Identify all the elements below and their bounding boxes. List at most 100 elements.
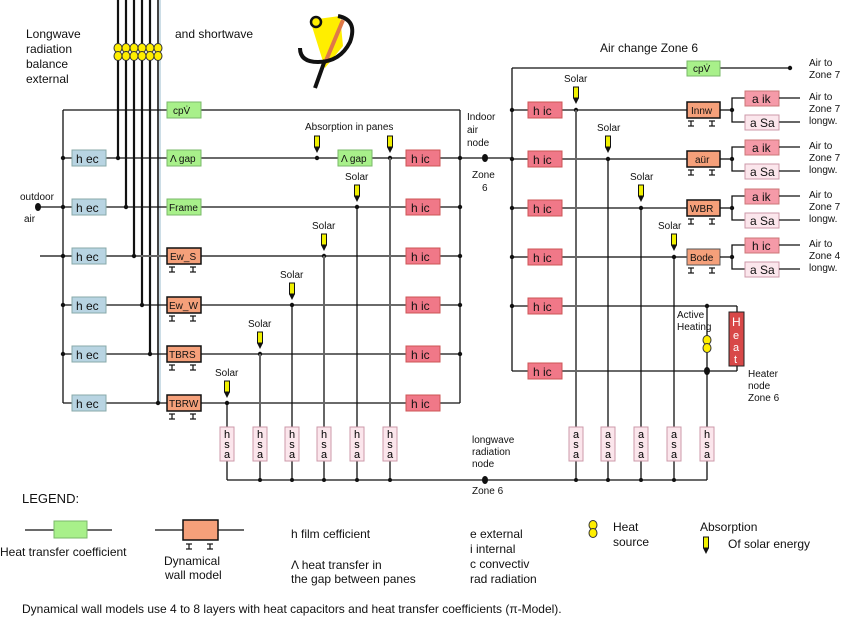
sa-letter: a [573, 449, 580, 461]
sa-box: hsa [349, 426, 365, 462]
svg-text:Zone 6: Zone 6 [472, 486, 504, 497]
svg-text:Innw: Innw [691, 106, 713, 117]
sa-letter: a [704, 449, 711, 461]
svg-text:Heat: Heat [613, 520, 639, 534]
svg-text:h ic: h ic [411, 201, 430, 215]
sa-letter: s [605, 439, 611, 451]
sa-letter: a [224, 449, 231, 461]
svg-text:node: node [472, 459, 495, 470]
logo-icon [298, 14, 355, 89]
sa-letter: s [224, 439, 230, 451]
sa-letter: a [257, 449, 264, 461]
svg-text:Absorption: Absorption [700, 520, 757, 534]
svg-text:h ic: h ic [533, 251, 552, 265]
sa-letter: s [573, 439, 579, 451]
svg-text:Solar: Solar [280, 270, 304, 281]
solar-arrow-icon [702, 536, 710, 555]
sa-letter: a [387, 449, 394, 461]
sa-box: asa [633, 426, 649, 462]
svg-text:Solar: Solar [248, 319, 272, 330]
svg-text:Zone 7: Zone 7 [809, 104, 841, 115]
hec-box: h ec [71, 296, 107, 314]
sa-letter: a [354, 449, 361, 461]
heat-transfer-boxes: cpV̇ Λ gap Frame [166, 101, 202, 216]
hec-boxes: h ec h ec h ec h ec h ec h ec [71, 149, 107, 412]
svg-text:Dynamical: Dynamical [164, 554, 220, 568]
svg-text:longwave: longwave [472, 435, 515, 446]
svg-text:a Sa: a Sa [750, 214, 775, 228]
svg-text:h ic: h ic [533, 202, 552, 216]
svg-text:Heater: Heater [748, 369, 779, 380]
svg-text:Solar: Solar [630, 172, 654, 183]
sa-letter: a [321, 449, 328, 461]
sa-letter: s [638, 439, 644, 451]
branches-right: a ik a Sa Air to Zone 7 longw. a ik a Sa… [720, 90, 841, 278]
svg-text:Longwave: Longwave [26, 27, 81, 41]
hec-box: h ec [71, 345, 107, 363]
solar-arrow-icon [386, 135, 394, 154]
svg-text:Frame: Frame [169, 203, 198, 214]
cpv-right-box: cpV̇ [686, 60, 721, 77]
sa-letter: s [671, 439, 677, 451]
svg-text:h ec: h ec [76, 250, 99, 264]
radiation-node: longwave radiation node Zone 6 [472, 435, 515, 497]
svg-text:cpV̇: cpV̇ [173, 104, 191, 117]
svg-text:rad radiation: rad radiation [470, 572, 537, 586]
svg-text:a ik: a ik [752, 190, 772, 204]
absorption-label: Absorption in panes [305, 122, 393, 133]
sa-letter: h [257, 429, 263, 441]
sa-letter: s [704, 439, 710, 451]
svg-text:Air to: Air to [809, 239, 833, 250]
svg-text:cpV̇: cpV̇ [693, 62, 711, 75]
sa-letter: s [387, 439, 393, 451]
wall-model-ew-s: Ew_S [166, 247, 202, 273]
wall-models-right: Innw aür WBR Bode [686, 101, 721, 274]
legend-absorption: Absorption Of solar energy [700, 520, 810, 555]
svg-text:Ew_W: Ew_W [169, 301, 198, 312]
svg-text:Zone 4: Zone 4 [809, 251, 841, 262]
svg-text:air: air [24, 214, 36, 225]
sa-letter: h [224, 429, 230, 441]
sa-box: hsa [219, 426, 235, 462]
svg-text:h ic: h ic [411, 348, 430, 362]
heat-source-icon [588, 520, 598, 538]
svg-text:h ec: h ec [76, 201, 99, 215]
svg-text:a: a [733, 342, 740, 354]
svg-text:h ic: h ic [533, 104, 552, 118]
svg-text:wall model: wall model [164, 568, 222, 582]
sa-letter: a [671, 429, 678, 441]
active-heating: Active Heating H e a t Heater node Zone … [677, 303, 780, 480]
legend-heat-source: Heat source [588, 520, 649, 549]
sa-box: hsa [699, 426, 715, 462]
svg-text:h ec: h ec [76, 397, 99, 411]
svg-text:h ic: h ic [411, 250, 430, 264]
air-change-title: Air change Zone 6 [600, 41, 698, 55]
svg-text:Solar: Solar [312, 221, 336, 232]
svg-text:e: e [733, 330, 739, 342]
sa-letter: h [321, 429, 327, 441]
hic-boxes-right: h ic h ic h ic h ic h ic h ic [527, 101, 563, 380]
wall-model-wbr: WBR [686, 199, 721, 225]
legend-heat-transfer: Heat transfer coefficient [0, 520, 127, 559]
sa-box: hsa [382, 426, 398, 462]
air-to-zone7-top: Air to Zone 7 [809, 58, 841, 81]
hic-boxes-left: h ic h ic h ic h ic h ic h ic [405, 149, 441, 412]
svg-text:Λ gap: Λ gap [341, 154, 367, 165]
svg-text:Zone 7: Zone 7 [809, 153, 841, 164]
svg-text:longw.: longw. [809, 214, 837, 225]
hec-box: h ec [71, 149, 107, 167]
svg-text:longw.: longw. [809, 263, 837, 274]
lambda-gap-inner-box: Λ gap [337, 149, 373, 167]
svg-text:Zone: Zone [472, 170, 495, 181]
sa-letter: s [354, 439, 360, 451]
svg-text:air: air [467, 125, 479, 136]
svg-text:Ew_S: Ew_S [170, 252, 196, 263]
svg-text:i internal: i internal [470, 542, 515, 556]
svg-text:longw.: longw. [809, 165, 837, 176]
svg-text:h ic: h ic [533, 365, 552, 379]
svg-text:e external: e external [470, 527, 523, 541]
svg-text:h ec: h ec [76, 152, 99, 166]
svg-text:Λ gap: Λ gap [170, 154, 196, 165]
